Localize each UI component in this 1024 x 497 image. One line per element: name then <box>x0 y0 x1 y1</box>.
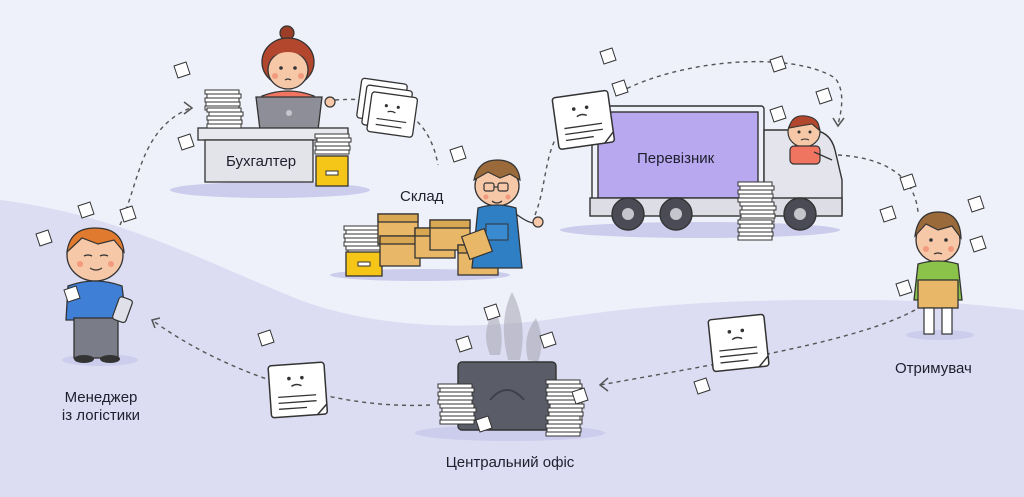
arrow-docs-to-driver <box>619 60 843 125</box>
manager-label-line1: Менеджер <box>64 389 138 406</box>
arrow-carrier-to-recipient <box>837 154 919 213</box>
smoke-icon <box>486 292 542 362</box>
document-icon <box>551 89 616 151</box>
paper-stack <box>739 201 777 223</box>
recipient-label: Отримувач <box>895 360 972 377</box>
recipient-figure <box>913 211 963 335</box>
arrowheads <box>151 101 845 392</box>
warehouse-label: Склад <box>400 188 444 205</box>
arrow-recipient-to-office <box>599 309 916 386</box>
truck-icon <box>589 105 843 231</box>
truck-driver-figure <box>787 115 833 165</box>
folder-icon <box>315 155 349 187</box>
accountant-station <box>197 25 419 187</box>
accountant-label: Бухгалтер <box>226 153 297 170</box>
paper-stack <box>314 133 352 155</box>
paper-stack <box>737 181 775 203</box>
manager-figure <box>65 227 127 363</box>
central-office-station <box>437 292 770 437</box>
accountant-desk <box>197 127 349 183</box>
folder-icon <box>345 251 383 277</box>
paper-stack <box>343 225 381 247</box>
manager-label-line2: із логістики <box>61 407 141 424</box>
laptop-icon <box>255 96 323 131</box>
warehouse-worker-figure <box>460 159 544 269</box>
paper-stack <box>545 415 583 437</box>
arrow-warehouse-to-carrier <box>534 139 556 216</box>
document-icon <box>356 77 419 138</box>
paper-stack <box>204 89 242 111</box>
paper-stack <box>737 219 775 241</box>
phone-icon <box>112 296 133 324</box>
paper-stack <box>439 403 477 425</box>
warehouse-station <box>343 159 544 277</box>
document-icon <box>267 361 329 419</box>
document-icon <box>707 313 770 373</box>
central-office-label: Центральний офіс <box>445 454 575 471</box>
box-icon <box>379 235 421 267</box>
paper-stack <box>206 107 244 129</box>
paper-stack <box>437 383 475 405</box>
carrier-label: Перевізник <box>637 150 715 167</box>
